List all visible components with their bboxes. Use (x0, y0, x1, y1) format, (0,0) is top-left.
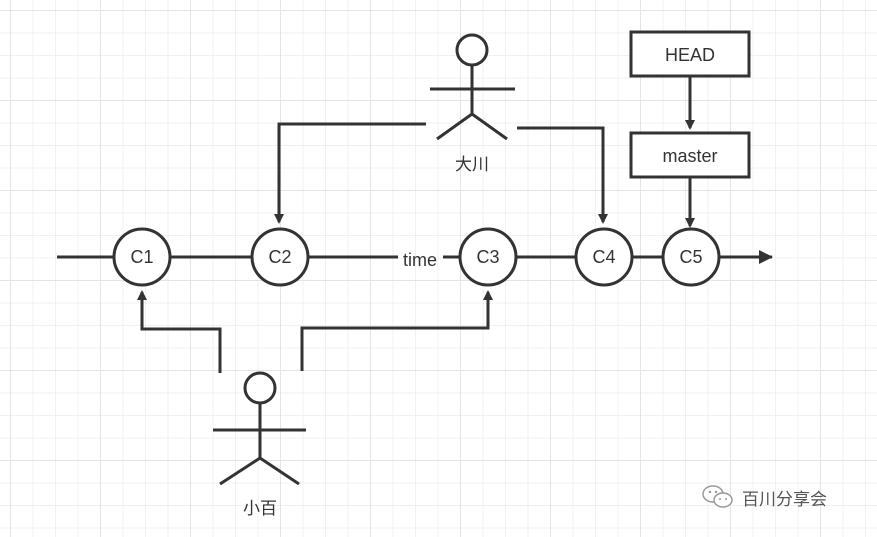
xiaobai-to-c1-arrow (137, 290, 222, 373)
actor-xiaobai: 小百 (213, 371, 306, 519)
commit-label: C1 (130, 247, 153, 267)
commit-label: C2 (268, 247, 291, 267)
dachuan-to-c2-arrow (274, 122, 426, 224)
wechat-icon (702, 485, 733, 508)
commit-c4[interactable]: C4 (574, 227, 634, 287)
commit-label: C4 (592, 247, 615, 267)
actor-head (243, 371, 277, 405)
commit-label: C3 (476, 247, 499, 267)
actor-name: 大川 (455, 155, 489, 175)
commit-c3[interactable]: C3 (458, 227, 518, 287)
commit-label: C5 (679, 247, 702, 267)
dachuan-to-c4-arrow (517, 126, 608, 224)
commit-c5[interactable]: C5 (661, 227, 721, 287)
actor-head (455, 33, 489, 67)
watermark: 百川分享会 (700, 484, 827, 510)
actor-name: 小百 (243, 499, 277, 519)
watermark-text: 百川分享会 (742, 489, 827, 510)
ref-label: HEAD (665, 45, 715, 65)
xiaobai-to-c3-arrow (300, 290, 493, 371)
actor-dachuan: 大川 (430, 33, 515, 175)
actor-legs (219, 456, 300, 486)
actor-legs (436, 112, 508, 141)
commit-c2[interactable]: C2 (250, 227, 310, 287)
timeline-label: time (403, 250, 437, 270)
commit-c1[interactable]: C1 (112, 227, 172, 287)
ref-master[interactable]: master (629, 131, 751, 179)
ref-label: master (662, 146, 717, 166)
ref-head[interactable]: HEAD (629, 30, 751, 78)
